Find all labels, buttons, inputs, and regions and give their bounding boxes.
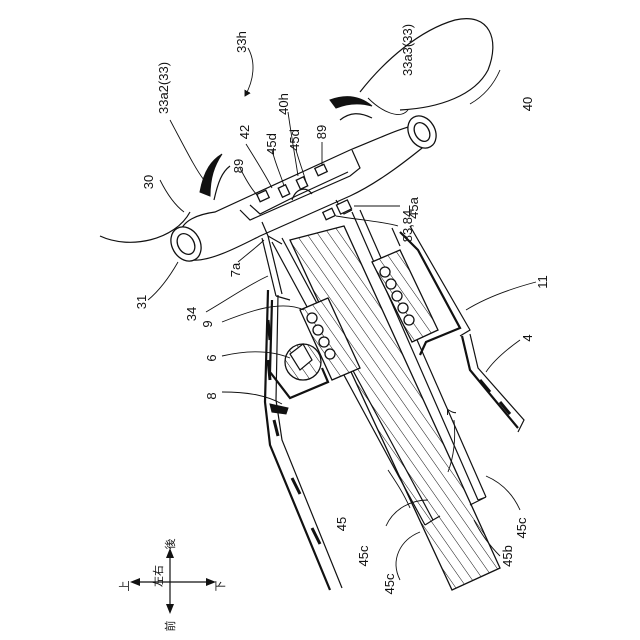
hook-33a2-b	[214, 166, 230, 200]
label-45c-c: 45c	[514, 517, 529, 538]
label-34: 34	[184, 307, 199, 321]
label-8: 8	[204, 392, 219, 399]
frame-4-inner	[470, 334, 524, 432]
label-45c-b: 45c	[382, 573, 397, 594]
label-45b: 45b	[500, 545, 515, 567]
label-11: 11	[535, 275, 550, 289]
label-8384: 83,84	[400, 210, 415, 243]
clip-89-right	[315, 164, 327, 175]
clip-45d-b	[296, 177, 307, 189]
leader-33h	[245, 48, 253, 96]
direction-compass: 上 左右 後 下 前	[118, 539, 227, 632]
label-89-left: 89	[231, 159, 246, 173]
frame-4-dashes	[480, 380, 510, 414]
label-4: 4	[520, 334, 535, 341]
compass-front: 前	[163, 621, 177, 632]
compass-up: 上	[118, 581, 131, 592]
label-33a3: 33a3(33)	[400, 24, 415, 76]
ledge-8	[270, 404, 288, 414]
roller-40	[360, 19, 493, 110]
compass-back: 後	[163, 539, 177, 550]
compass-down: 下	[214, 581, 227, 592]
label-42: 42	[237, 125, 252, 139]
compass-arrow-down	[166, 604, 174, 614]
label-40: 40	[520, 97, 535, 111]
compass-arrow-left	[130, 578, 140, 586]
label-7a: 7a	[228, 262, 243, 277]
rod-right	[392, 228, 400, 246]
pivot-right	[402, 111, 442, 153]
label-40h: 40h	[276, 93, 291, 115]
label-6: 6	[204, 354, 219, 361]
block-8384	[323, 208, 335, 219]
stem-left	[262, 222, 282, 244]
label-33h: 33h	[234, 31, 249, 53]
hook-33a3	[330, 97, 372, 108]
label-31: 31	[134, 295, 149, 309]
label-45c-a: 45c	[356, 545, 371, 566]
label-30: 30	[141, 175, 156, 189]
label-9: 9	[200, 320, 215, 327]
compass-lr: 左右	[151, 565, 165, 587]
hook-33a2	[200, 154, 222, 196]
label-89-right: 89	[314, 125, 329, 139]
hook-33a3-b	[340, 114, 372, 120]
label-45d-a: 45d	[264, 133, 279, 155]
label-45d-b: 45d	[287, 129, 302, 151]
label-7: 7	[444, 408, 459, 415]
clip-45d-a	[278, 185, 289, 197]
rod-7a-b	[268, 236, 282, 294]
label-33a2: 33a2(33)	[156, 62, 171, 114]
label-45: 45	[334, 517, 349, 531]
channel-45-end-b	[470, 497, 486, 505]
